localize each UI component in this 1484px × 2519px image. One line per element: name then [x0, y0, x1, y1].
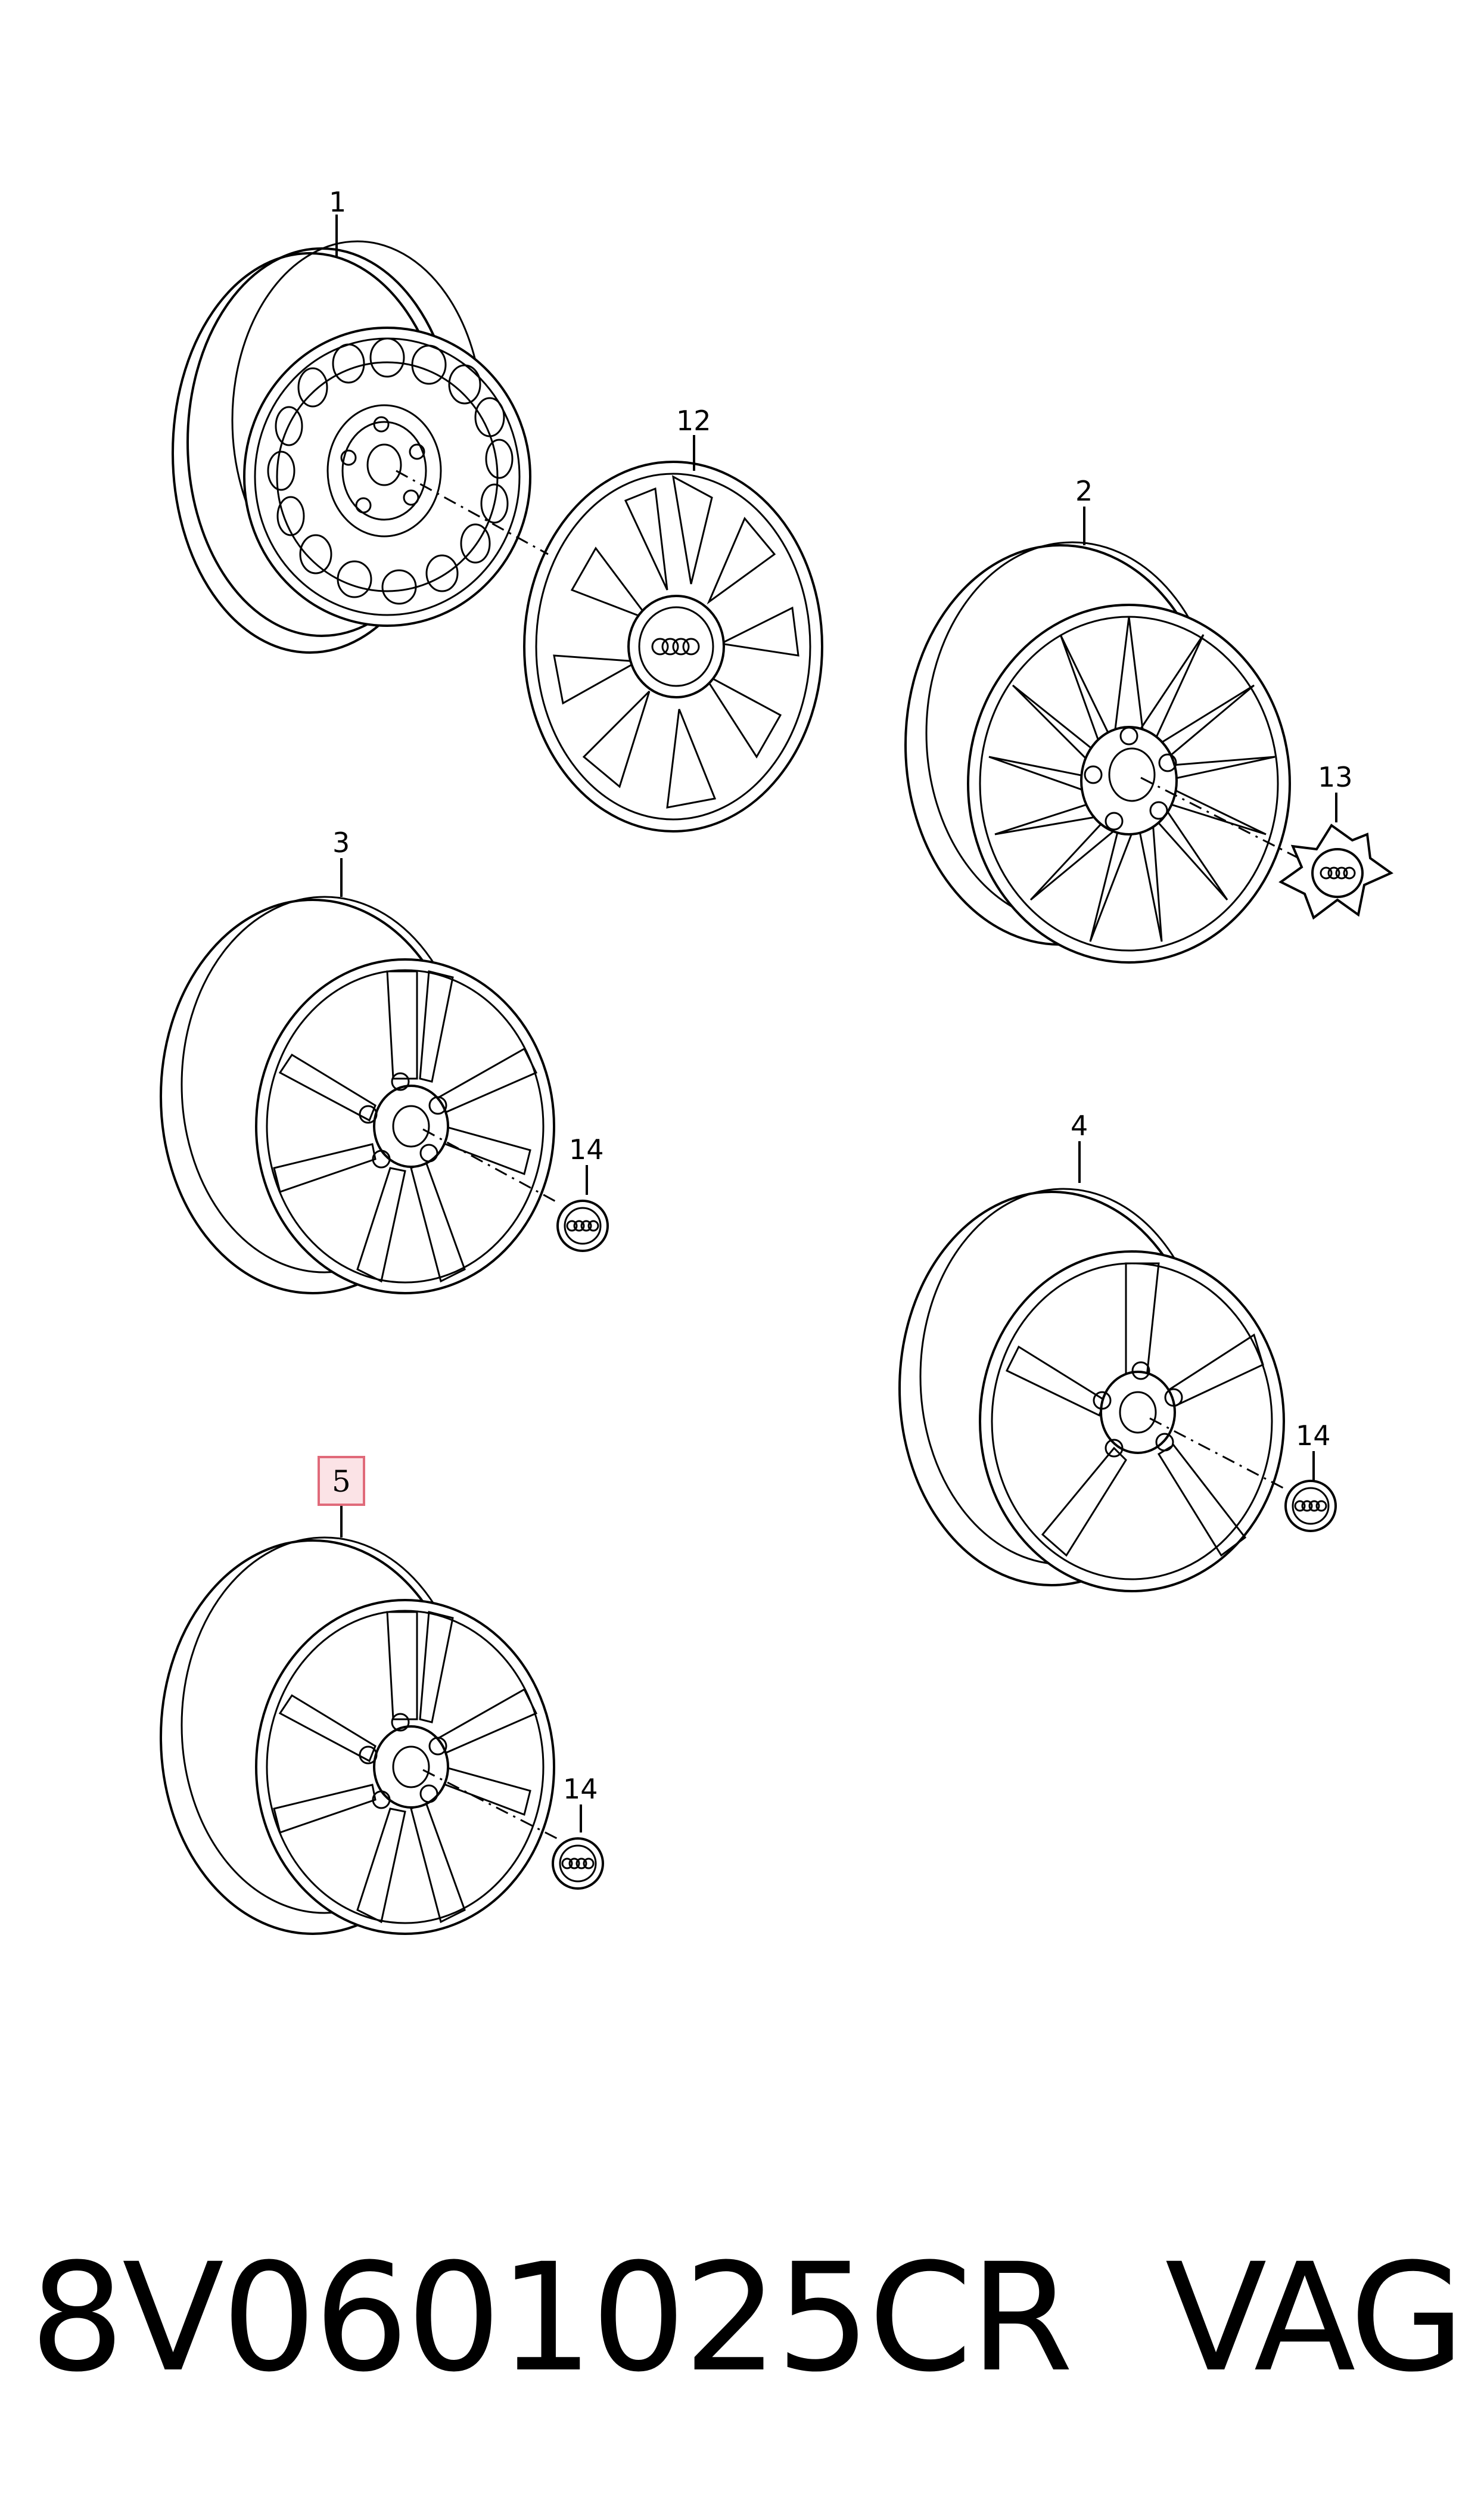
- center-cap-part-14-b[interactable]: [1284, 1451, 1337, 1532]
- label-part-5: 5: [332, 1464, 351, 1499]
- label-part-12: 12: [676, 405, 711, 437]
- alloy-wheel-part-2[interactable]: [904, 507, 1299, 964]
- highlight-box-part-5[interactable]: [318, 1456, 365, 1506]
- label-part-1: 1: [329, 186, 346, 218]
- brand-name: VAG: [1165, 2231, 1465, 2405]
- label-part-2: 2: [1075, 475, 1093, 507]
- wheel-cover-part-12[interactable]: [523, 435, 823, 833]
- label-part-3: 3: [332, 827, 350, 859]
- steel-wheel-part-1[interactable]: [172, 215, 549, 654]
- label-part-4: 4: [1071, 1110, 1088, 1142]
- label-part-14-a: 14: [569, 1133, 604, 1166]
- center-cap-part-14-a[interactable]: [556, 1165, 609, 1252]
- part-number: 8V0601025CR: [30, 2231, 1074, 2405]
- alloy-wheel-part-4[interactable]: [898, 1141, 1287, 1592]
- footer: 8V0601025CR VAG: [0, 2229, 1484, 2408]
- center-cap-part-13[interactable]: [1278, 793, 1394, 920]
- label-part-14-c: 14: [563, 1773, 598, 1805]
- center-cap-part-14-c[interactable]: [552, 1804, 604, 1890]
- label-part-13: 13: [1318, 761, 1353, 793]
- alloy-wheel-part-5[interactable]: [160, 1505, 558, 1935]
- label-part-14-b: 14: [1296, 1420, 1331, 1452]
- alloy-wheel-part-3[interactable]: [160, 858, 561, 1294]
